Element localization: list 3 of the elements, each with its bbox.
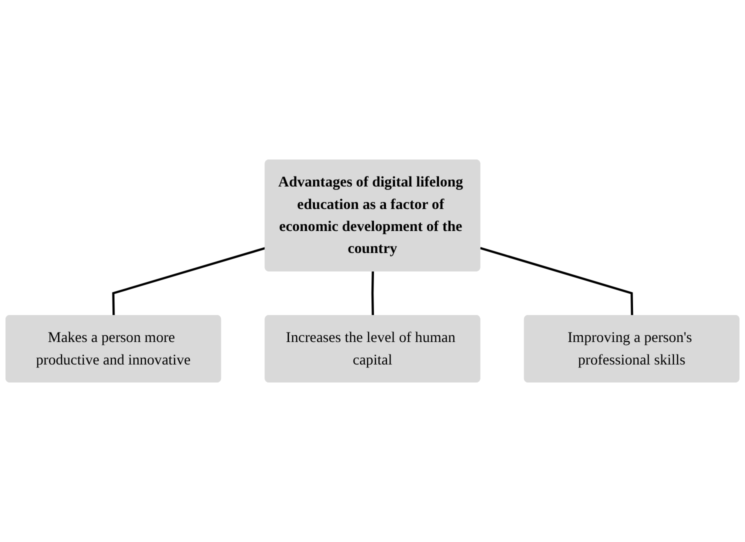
connector (371, 271, 374, 316)
connector (480, 246, 634, 316)
connector (112, 246, 266, 316)
